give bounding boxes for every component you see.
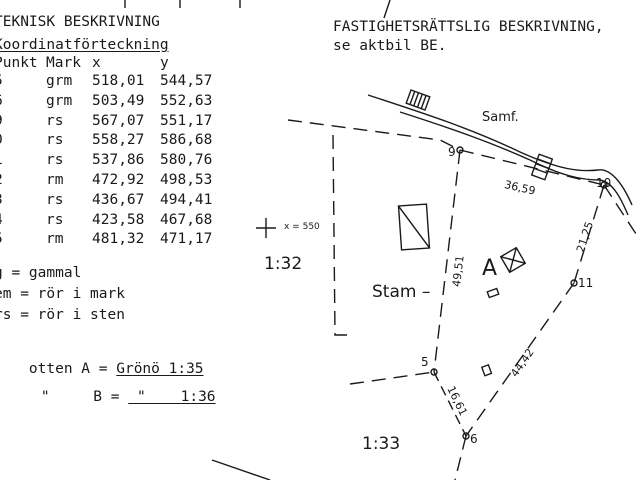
coord-cell-punkt: 9	[0, 113, 3, 129]
coord-cell-punkt: 1	[0, 152, 3, 168]
coord-cell-y: 551,17	[160, 112, 213, 129]
lot-a-value: Grönö 1:35	[116, 361, 204, 377]
boundary-point-11	[570, 279, 578, 287]
bridge-symbol-north	[405, 89, 431, 111]
header-mark: Mark	[46, 55, 81, 71]
lot-label-1-32: 1:32	[264, 254, 303, 274]
lot-b-value: " 1:36	[128, 389, 216, 405]
coord-cell-mark: rm	[46, 172, 64, 188]
boundary-point-9	[456, 146, 464, 154]
coord-cell-y: 544,57	[160, 73, 213, 89]
header-punkt: Punkt	[0, 55, 38, 71]
boundary-point-10	[600, 181, 608, 189]
coord-cell-y: 580,76	[160, 152, 213, 169]
building-a	[499, 246, 527, 274]
legend-line-1: g = gammal	[0, 265, 82, 281]
lot-label-1-33: 1:33	[362, 434, 401, 454]
coord-cell-punkt: 2	[0, 172, 3, 188]
coord-cell-punkt: 3	[0, 192, 3, 208]
coordinate-list-heading: Koordinatförteckning	[0, 37, 169, 53]
coord-cell-x: 423,58	[92, 211, 145, 228]
boundary-west	[332, 134, 350, 336]
coord-cell-y: 552,63	[160, 92, 213, 109]
coord-cell-x: 481,32	[92, 231, 145, 248]
coord-cell-mark: grm	[46, 92, 73, 109]
boundary-11-6	[465, 282, 575, 437]
coord-cell-x: 436,67	[92, 191, 145, 208]
coord-cell-punkt: 5	[0, 231, 3, 247]
coordinate-table: Punkt Mark x y 5 grm 518,01 544,57 6 grm 503,4…	[0, 55, 240, 248]
road-label-samf: Samf.	[482, 110, 519, 125]
coord-cell-punkt: 6	[0, 93, 3, 109]
coord-cell-y: 494,41	[160, 191, 213, 208]
building-stam	[397, 203, 431, 251]
coord-cell-x: 518,01	[92, 73, 145, 89]
legend-line-2: em = rör i mark	[0, 286, 125, 302]
boundary-10-11	[573, 184, 605, 284]
coord-cell-y: 467,68	[160, 211, 213, 228]
point-label-10: 10	[596, 176, 612, 190]
lot-letter-a: A	[482, 256, 498, 281]
boundary-5-6	[433, 371, 467, 437]
coord-cell-x: 472,92	[92, 172, 145, 188]
boundary-east	[603, 184, 640, 241]
coord-cell-mark: rs	[46, 152, 64, 169]
frame-stroke	[383, 0, 391, 19]
technical-description-title: TEKNISK BESKRIVNING	[0, 14, 160, 30]
header-y: y	[160, 55, 169, 71]
coord-cell-mark: rs	[46, 132, 64, 149]
bridge-symbol-east	[530, 153, 554, 181]
road-edge-lower	[399, 111, 629, 216]
legend-line-3: rs = rör i sten	[0, 307, 125, 323]
coord-cell-mark: grm	[46, 73, 73, 89]
point-label-5: 5	[421, 355, 429, 369]
lot-b-line: " B = " 1:36	[6, 370, 216, 424]
coord-cell-punkt: 0	[0, 132, 3, 148]
boundary-point-6	[462, 432, 470, 440]
point-label-11: 11	[578, 276, 594, 290]
legal-description-reference: se aktbil BE.	[333, 38, 447, 54]
header-x: x	[92, 55, 101, 71]
point-label-9: 9	[448, 145, 456, 159]
boundary-point-5	[430, 368, 438, 376]
coord-cell-mark: rs	[46, 112, 64, 129]
shed-1	[486, 287, 500, 299]
coord-cell-mark: rm	[46, 231, 64, 248]
building-label-stam: Stam –	[372, 282, 431, 302]
boundary-9-5	[433, 149, 461, 373]
coord-cell-punkt: 4	[0, 212, 3, 228]
boundary-southwest	[211, 459, 271, 480]
boundary-5-west	[349, 371, 435, 385]
point-label-6: 6	[470, 432, 478, 446]
boundary-6-south	[454, 435, 467, 480]
coord-cell-mark: rs	[46, 191, 64, 208]
coord-cell-x: 558,27	[92, 132, 145, 149]
lot-a-line: otten A = Grönö 1:35	[0, 342, 204, 396]
lot-a-prefix: otten A =	[28, 361, 117, 377]
boundary-9-10	[459, 149, 605, 186]
coordinate-label: x = 550	[284, 222, 320, 232]
boundary-north	[287, 119, 461, 151]
stam-text: Stam	[372, 282, 417, 302]
coord-cell-punkt: 5	[0, 73, 3, 89]
coord-cell-x: 537,86	[92, 152, 145, 169]
coord-cell-x: 567,07	[92, 112, 145, 129]
coord-cell-x: 503,49	[92, 92, 145, 109]
coord-cell-y: 471,17	[160, 231, 213, 248]
coord-cell-y: 498,53	[160, 172, 213, 188]
shed-2	[480, 363, 493, 377]
coord-cell-y: 586,68	[160, 132, 213, 149]
lot-b-prefix: " B =	[40, 389, 129, 405]
legal-description-heading: FASTIGHETSRÄTTSLIG BESKRIVNING,	[333, 19, 604, 35]
coord-cell-mark: rs	[46, 211, 64, 228]
